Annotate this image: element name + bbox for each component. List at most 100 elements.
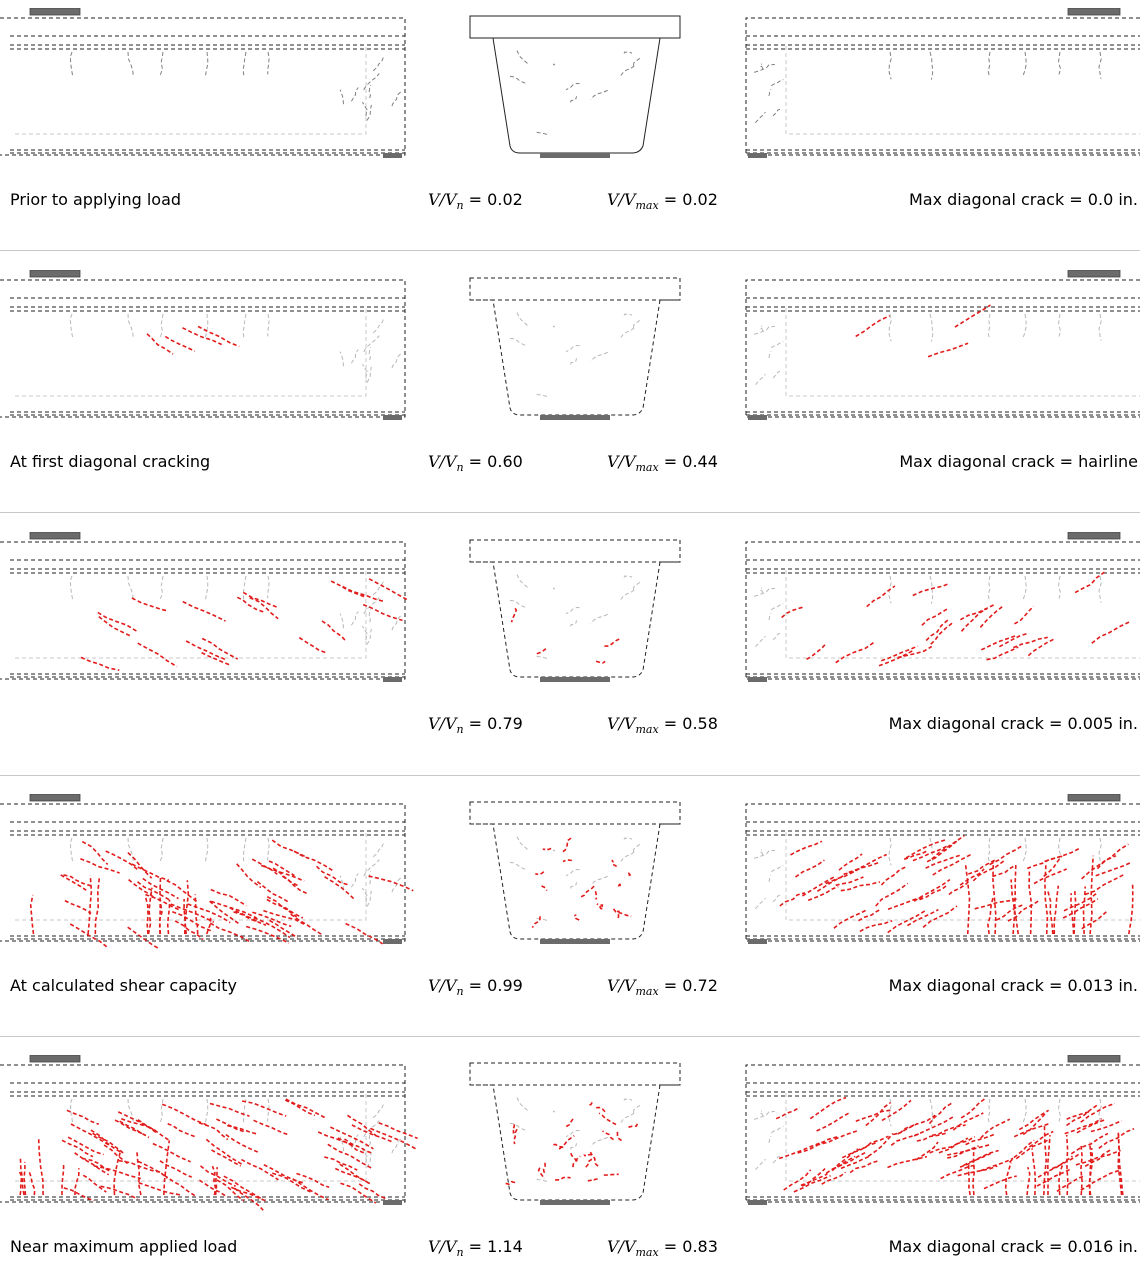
section-crack xyxy=(595,660,606,664)
ratio-v-vn: V/Vn = 0.79 xyxy=(428,714,523,737)
section-crack xyxy=(570,1143,578,1150)
vertical-crack xyxy=(972,1148,976,1196)
flexural-crack xyxy=(754,63,775,73)
vertical-crack xyxy=(19,1157,25,1196)
diagonal-crack xyxy=(931,834,965,860)
diagonal-crack xyxy=(225,1133,260,1154)
diagonal-crack xyxy=(905,839,946,859)
diagonal-crack xyxy=(858,908,882,922)
diagonal-crack xyxy=(152,1142,191,1163)
diagonal-crack xyxy=(236,863,262,889)
flexural-crack xyxy=(366,366,372,383)
flexural-crack xyxy=(391,876,402,893)
diagonal-crack xyxy=(241,1100,287,1117)
stage-2-diagram xyxy=(0,270,1140,420)
flexural-crack xyxy=(350,873,359,888)
diagonal-crack xyxy=(1033,868,1068,885)
cross-section xyxy=(469,15,681,158)
flexural-crack xyxy=(755,1158,766,1171)
section-crack xyxy=(542,847,552,851)
diagonal-crack xyxy=(856,1135,889,1152)
diagonal-crack xyxy=(849,1160,879,1174)
vertical-crack xyxy=(74,1168,80,1196)
flexural-crack xyxy=(372,1103,384,1119)
vertical-crack xyxy=(1088,1148,1094,1196)
diagonal-crack xyxy=(281,875,309,895)
flexural-crack xyxy=(754,325,775,335)
section-crack xyxy=(633,318,640,328)
beam-outline xyxy=(0,541,406,680)
diagonal-crack xyxy=(778,1141,824,1160)
section-crack xyxy=(590,613,608,624)
diagonal-crack xyxy=(209,922,251,943)
vertical-crack xyxy=(94,876,101,935)
diagonal-crack xyxy=(1028,1130,1054,1148)
flexural-crack xyxy=(888,837,892,866)
flexural-crack xyxy=(987,51,991,78)
load-plate xyxy=(1067,794,1121,802)
diagonal-crack xyxy=(321,620,348,643)
flexural-crack xyxy=(366,890,372,907)
diagonal-crack xyxy=(867,1132,894,1157)
section-crack xyxy=(508,599,526,608)
section-crack xyxy=(536,647,549,655)
diagonal-crack xyxy=(887,910,926,934)
diagonal-crack xyxy=(340,1182,377,1204)
diagonal-crack xyxy=(98,615,131,637)
flexural-crack xyxy=(368,1131,372,1146)
diagonal-crack xyxy=(922,905,958,929)
diagonal-crack xyxy=(999,632,1028,648)
flexural-crack xyxy=(1022,837,1027,862)
cross-section xyxy=(469,1062,681,1205)
diagonal-crack xyxy=(200,1165,236,1188)
web-edge xyxy=(785,46,1140,135)
diagonal-crack xyxy=(351,1124,393,1143)
diagonal-crack xyxy=(368,875,414,892)
vertical-crack xyxy=(1004,1162,1012,1196)
diagonal-crack xyxy=(906,908,939,927)
flexural-crack xyxy=(929,313,934,342)
section-crack xyxy=(626,872,632,877)
row-separator xyxy=(0,512,1140,513)
diagonal-crack xyxy=(223,1175,263,1200)
diagonal-crack xyxy=(330,1126,374,1150)
bearing-pad xyxy=(383,153,402,158)
section-crack xyxy=(570,1152,580,1163)
section-crack xyxy=(552,325,556,328)
flexural-crack xyxy=(987,313,991,340)
web-edge xyxy=(785,1093,1140,1182)
flexural-crack xyxy=(772,1155,781,1164)
bearing-pad xyxy=(540,677,610,682)
diagonal-crack xyxy=(959,1149,999,1168)
diagonal-crack xyxy=(327,1143,372,1169)
bearing-pad xyxy=(748,415,767,420)
diagonal-crack xyxy=(887,895,925,911)
diagonal-crack xyxy=(80,858,120,874)
diagonal-cracks xyxy=(18,1096,1135,1211)
diagonal-crack xyxy=(74,1152,110,1176)
flexural-crack xyxy=(368,608,372,623)
diagonal-crack xyxy=(253,917,291,939)
diagonal-crack xyxy=(831,1148,859,1172)
stage-label: Near maximum applied load xyxy=(10,1237,238,1256)
diagonal-crack xyxy=(138,1181,182,1196)
flexural-crack xyxy=(372,318,384,334)
flexural-crack xyxy=(987,837,991,864)
flexural-crack xyxy=(1022,51,1027,76)
flexural-crack xyxy=(987,1098,991,1125)
web-edge xyxy=(785,832,1140,921)
diagonal-crack xyxy=(90,1129,122,1153)
right-elevation xyxy=(745,1055,1140,1205)
vertical-crack xyxy=(1053,885,1060,935)
diagonal-crack xyxy=(1080,1168,1122,1191)
diagonal-crack xyxy=(97,611,137,632)
diagonal-crack xyxy=(931,1124,966,1137)
flexural-crack xyxy=(368,84,372,99)
diagonal-crack xyxy=(272,1172,311,1193)
flexural-crack xyxy=(204,51,209,78)
diagonal-crack xyxy=(182,600,226,622)
diagonal-crack xyxy=(339,1163,371,1185)
section-crack xyxy=(623,51,633,54)
diagonal-crack xyxy=(163,1174,197,1198)
flexural-crack xyxy=(1022,575,1027,600)
